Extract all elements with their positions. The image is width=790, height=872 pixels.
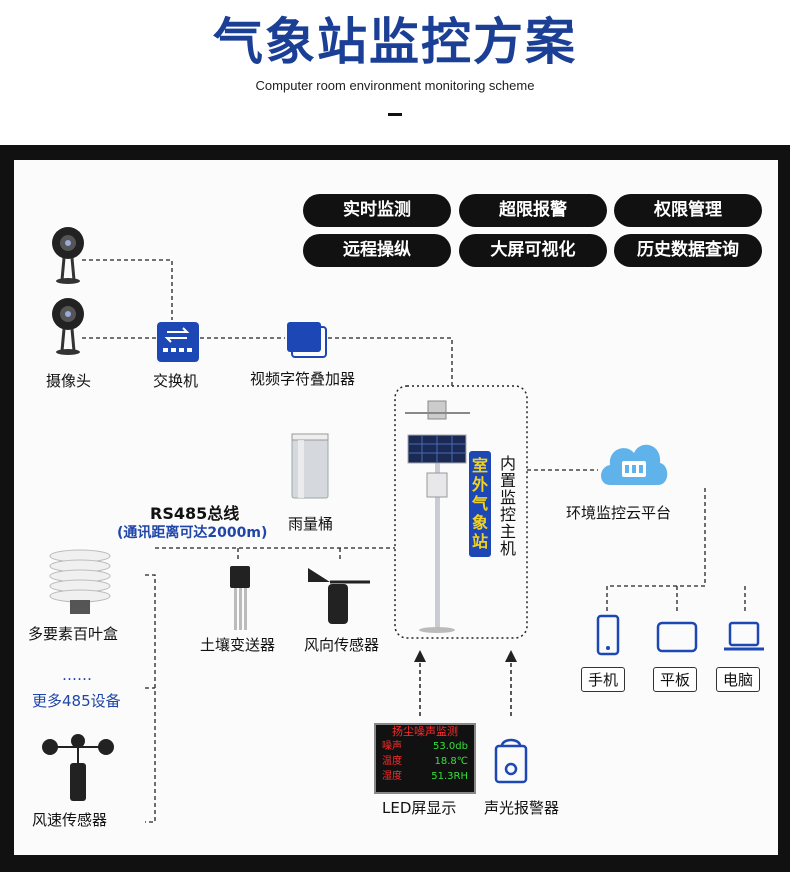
weather-station-icon [405, 400, 470, 633]
station-label-box [469, 451, 491, 557]
wind-direction-icon [308, 568, 370, 624]
alarm-label: 声光报警器 [484, 799, 560, 817]
wind-speed-icon [42, 734, 114, 801]
computer-label: 电脑 [716, 667, 761, 692]
camera-icon [52, 227, 84, 284]
outdoor-station-label: 室外气象站 [471, 456, 488, 551]
soil-transmitter-label: 土壤变送器 [200, 636, 276, 654]
led-row-name: 噪声 [382, 741, 402, 752]
page-title: 气象站监控方案 [213, 13, 577, 71]
switch-label: 交换机 [153, 372, 199, 390]
led-row-value: 53.0db [433, 741, 468, 752]
title-divider [388, 113, 402, 116]
more-dots: …… [62, 666, 92, 684]
camera-icon [52, 298, 84, 355]
wind-speed-label: 风速传感器 [32, 811, 108, 829]
page-subtitle: Computer room environment monitoring sch… [255, 78, 535, 93]
led-row-name: 湿度 [382, 771, 402, 782]
video-overlay-icon [287, 322, 327, 358]
led-display-label: LED屏显示 [382, 799, 457, 817]
feature-pill-history: 历史数据查询 [614, 234, 762, 267]
louver-box-icon [49, 549, 111, 614]
wind-direction-label: 风向传感器 [304, 636, 380, 654]
network-switch-icon [157, 322, 199, 362]
rain-gauge-icon [291, 433, 329, 499]
cloud-icon [601, 444, 668, 485]
louver-box-label: 多要素百叶盒 [28, 625, 119, 643]
feature-pill-remote: 远程操纵 [303, 234, 451, 267]
laptop-icon [724, 621, 764, 651]
more-devices-label: 更多485设备 [32, 692, 121, 710]
builtin-host-label: 内置监控主机 [499, 454, 516, 558]
phone-label: 手机 [581, 667, 626, 692]
cloud-platform-label: 环境监控云平台 [566, 504, 672, 522]
phone-icon [596, 614, 620, 656]
soil-transmitter-icon [230, 566, 250, 630]
led-screen-title: 扬尘噪声监测 [392, 725, 458, 738]
tablet-icon [656, 621, 698, 653]
feature-pill-realtime: 实时监测 [303, 194, 451, 227]
rain-gauge-label: 雨量桶 [288, 515, 334, 533]
feature-pill-alarm: 超限报警 [459, 194, 607, 227]
feature-pill-permission: 权限管理 [614, 194, 762, 227]
led-row-value: 18.8℃ [434, 756, 469, 767]
rs485-note: (通讯距离可达2000m) [117, 525, 268, 541]
led-row-name: 温度 [382, 756, 402, 767]
alarm-icon [494, 738, 528, 784]
tablet-label: 平板 [653, 667, 698, 692]
led-row-value: 51.3RH [431, 771, 468, 782]
camera-label: 摄像头 [46, 372, 92, 390]
video-overlay-label: 视频字符叠加器 [250, 370, 356, 388]
led-screen: 扬尘噪声监测 噪声 53.0db 温度 18.8℃ 湿度 51.3RH [374, 723, 476, 794]
feature-pill-visual: 大屏可视化 [459, 234, 607, 267]
rs485-label: RS485总线 [150, 504, 240, 523]
